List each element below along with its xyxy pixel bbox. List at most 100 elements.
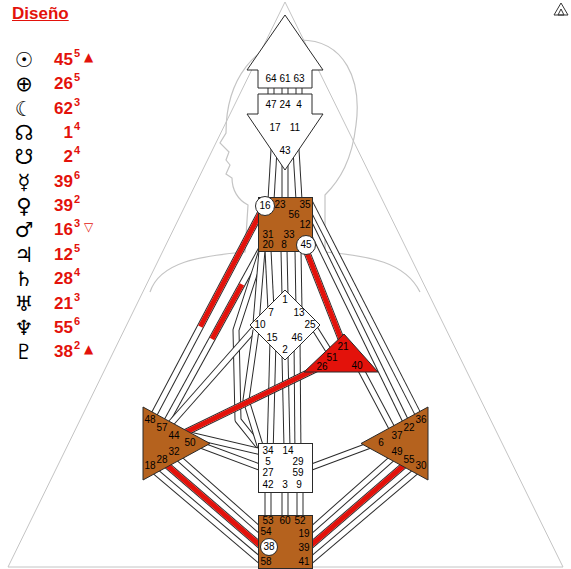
gate-number: 9: [296, 480, 302, 490]
channel-outline: [270, 340, 273, 456]
channel-fill: [298, 250, 299, 310]
gate-number: 2: [282, 345, 288, 355]
channel-fill: [150, 467, 262, 562]
center-outline: [247, 15, 323, 88]
channel-line: [310, 225, 409, 428]
gate-number: 41: [298, 557, 309, 567]
chart-title: Diseño: [12, 5, 69, 24]
gate-number: 47: [265, 100, 276, 110]
activation-gate: 2: [64, 147, 73, 167]
gate-ring: [261, 539, 278, 556]
channel-fill: [298, 490, 303, 518]
gate-number: 48: [144, 415, 155, 425]
channel-outline: [268, 250, 271, 310]
channel-activation: [309, 461, 409, 547]
gate-number: 8: [281, 240, 287, 250]
activation-line: 3: [74, 96, 80, 108]
center-outline: [361, 407, 428, 480]
planet-symbol: ♀: [16, 194, 31, 218]
gate-number: 31: [262, 230, 273, 240]
channel-fill: [270, 340, 273, 456]
gate-number: 10: [254, 320, 265, 330]
gate-number: 59: [292, 468, 303, 478]
gate-number: 42: [262, 480, 273, 490]
channel-line: [162, 461, 262, 547]
channel-line: [270, 340, 273, 456]
outer-triangle: [8, 2, 563, 567]
activation-line: 2: [74, 193, 80, 205]
channel-activation: [162, 461, 262, 547]
planet-symbol: ♆: [15, 316, 34, 340]
gate-number: 12: [299, 220, 310, 230]
planet-symbol: ☋: [15, 145, 34, 169]
channel-line: [284, 250, 285, 295]
channel-line: [268, 250, 271, 310]
gate-number: 36: [415, 415, 426, 425]
gate-number: 3: [282, 480, 288, 490]
gate-number: 18: [144, 461, 155, 471]
channel-outline: [265, 490, 272, 518]
gate-number: 16: [259, 201, 270, 211]
channel-outline: [174, 366, 322, 438]
gate-number: 19: [298, 529, 309, 539]
activation-line: 4: [74, 266, 80, 278]
gate-number: 46: [291, 333, 302, 343]
channel-fill: [360, 368, 395, 434]
channel-fill: [165, 328, 255, 430]
gate-number: 44: [168, 431, 179, 441]
channel-outline: [297, 338, 298, 458]
gate-number: 58: [260, 557, 271, 567]
planet-symbol: ☊: [15, 121, 34, 145]
planet-symbol: ☾: [15, 97, 34, 121]
center-outline: [304, 334, 378, 372]
gate-number: 56: [288, 210, 299, 220]
channel-outline: [246, 330, 262, 452]
activation-line: 5: [74, 242, 80, 254]
channel-outline: [309, 461, 409, 547]
channel-fill: [297, 338, 298, 458]
gate-number: 35: [299, 200, 310, 210]
gate-ring: [297, 236, 316, 255]
channel-fill: [309, 461, 409, 547]
gate-number: 17: [269, 123, 280, 133]
gate-number: 61: [279, 74, 290, 84]
center-outline: [143, 407, 210, 480]
gate-number: 50: [184, 438, 195, 448]
gate-number: 57: [156, 423, 167, 433]
gate-number: 40: [351, 361, 362, 371]
channel-outline: [282, 490, 289, 518]
gate-number: 5: [265, 457, 271, 467]
channel-outline: [162, 461, 262, 547]
activation-line: 5: [74, 71, 80, 83]
head-center: 646163: [245, 15, 325, 89]
channel-line: [268, 490, 269, 518]
gate-number: 21: [337, 342, 348, 352]
center-outline: [259, 516, 313, 569]
planet-symbol: ♂: [15, 218, 34, 242]
corner-icon: [554, 3, 568, 15]
gate-number: 55: [403, 455, 414, 465]
channel-line: [297, 338, 298, 458]
direction-marker: ▲: [84, 342, 93, 356]
gate-number: 52: [294, 516, 305, 526]
planet-symbol: ☉: [15, 48, 34, 72]
center-outline: [250, 290, 320, 360]
gate-number: 24: [279, 100, 290, 110]
channel-outline: [285, 355, 287, 448]
gate-number: 51: [326, 353, 337, 363]
activation-line: 6: [74, 315, 80, 327]
spleen-center: 48574450322818: [143, 407, 210, 480]
channel-line: [165, 328, 255, 430]
activation-gate: 1: [64, 123, 73, 143]
planet-symbol: ♄: [15, 267, 34, 291]
gate-number: 14: [282, 446, 293, 456]
channel-outline: [256, 250, 262, 324]
channel-line: [150, 467, 262, 562]
gate-circle: 38: [260, 538, 278, 556]
planet-symbol: ♇: [15, 340, 34, 364]
activation-gate: 16: [54, 220, 73, 240]
gate-number: 1: [282, 295, 288, 305]
center-outline: [259, 198, 313, 252]
channel-fill: [268, 250, 271, 310]
